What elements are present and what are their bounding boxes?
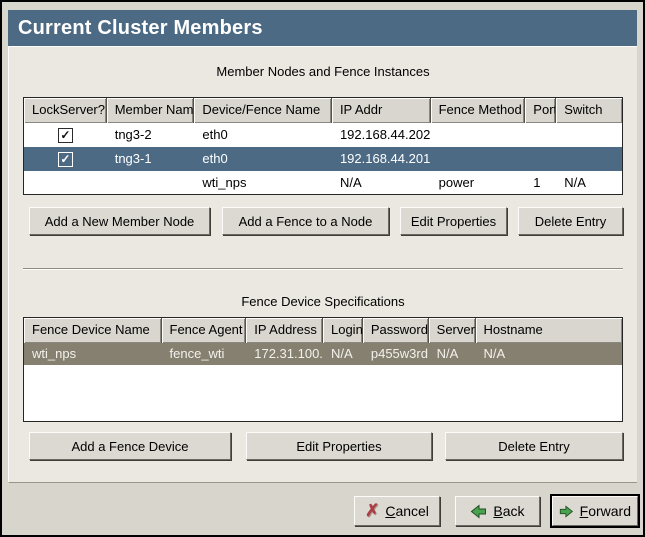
switch-cell: [556, 147, 622, 171]
column-header-switch[interactable]: Switch: [556, 98, 622, 123]
add-fence-device-button[interactable]: Add a Fence Device: [29, 432, 231, 460]
hostname-cell: N/A: [483, 346, 506, 361]
fence-devices-table: Fence Device Name Fence Agent IP Address…: [23, 317, 623, 422]
password-cell: p455w3rd: [370, 346, 428, 361]
fence-method-cell: power: [438, 175, 475, 190]
members-table-header: LockServer? Member Name Device/Fence Nam…: [24, 98, 622, 123]
fence-agent-cell: fence_wti: [169, 346, 225, 361]
forward-button-label: Forward: [579, 503, 631, 519]
cancel-button[interactable]: ✗ Cancel: [354, 496, 440, 526]
add-new-member-node-button[interactable]: Add a New Member Node: [29, 207, 210, 235]
edit-properties-button[interactable]: Edit Properties: [246, 432, 432, 460]
port-cell: [525, 147, 556, 171]
add-fence-to-node-button[interactable]: Add a Fence to a Node: [222, 207, 389, 235]
lockserver-cell: ✓: [24, 123, 107, 147]
column-header-ip-address[interactable]: IP Address: [246, 318, 323, 343]
back-button-label: Back: [493, 503, 525, 519]
member-name-cell: tng3-1: [114, 151, 152, 166]
content-panel: Member Nodes and Fence Instances LockSer…: [8, 46, 637, 483]
column-header-device-fence-name[interactable]: Device/Fence Name: [194, 98, 332, 123]
device-fence-name-cell: wti_nps: [202, 175, 247, 190]
login-cell: N/A: [330, 346, 353, 361]
ip-addr-cell: N/A: [339, 175, 362, 190]
device-fence-name-cell: eth0: [202, 127, 228, 142]
switch-cell: N/A: [564, 175, 586, 190]
cancel-x-icon: ✗: [365, 501, 380, 520]
arrow-left-icon: [471, 503, 487, 519]
ip-address-cell: 172.31.100.1: [254, 346, 323, 361]
fence-method-cell: [431, 123, 526, 147]
arrow-right-icon: [559, 504, 574, 518]
switch-cell: [556, 123, 622, 147]
column-header-password[interactable]: Password: [362, 318, 429, 343]
section-separator: [23, 268, 623, 270]
column-header-login[interactable]: Login: [322, 318, 363, 343]
back-button[interactable]: Back: [455, 496, 540, 526]
member-name-cell: tng3-2: [114, 127, 152, 142]
column-header-ip-addr[interactable]: IP Addr: [331, 98, 431, 123]
ip-addr-cell: 192.168.44.201: [339, 151, 431, 166]
fence-method-cell: [431, 147, 526, 171]
port-cell: 1: [533, 175, 541, 190]
table-row-selected[interactable]: wti_nps fence_wti 172.31.100.1 N/A p455w…: [24, 343, 622, 365]
fence-device-name-cell: wti_nps: [32, 346, 77, 361]
members-table: LockServer? Member Name Device/Fence Nam…: [23, 97, 623, 195]
lockserver-cell: [24, 171, 107, 194]
member-name-cell: [107, 171, 195, 194]
column-header-server[interactable]: Server: [428, 318, 476, 343]
forward-button[interactable]: Forward: [552, 496, 638, 526]
delete-entry-button[interactable]: Delete Entry: [445, 432, 623, 460]
table-row-selected[interactable]: ✓ tng3-1 eth0 192.168.44.201: [24, 147, 622, 171]
edit-properties-button[interactable]: Edit Properties: [400, 207, 507, 235]
device-fence-name-cell: eth0: [202, 151, 228, 166]
page-title: Current Cluster Members: [18, 16, 263, 39]
column-header-port[interactable]: Port: [525, 98, 557, 123]
ip-addr-cell: 192.168.44.202: [339, 127, 431, 142]
fence-table-header: Fence Device Name Fence Agent IP Address…: [24, 318, 622, 343]
column-header-fence-agent[interactable]: Fence Agent: [161, 318, 247, 343]
server-cell: N/A: [436, 346, 459, 361]
titlebar: Current Cluster Members: [8, 10, 637, 46]
column-header-fence-device-name[interactable]: Fence Device Name: [24, 318, 162, 343]
cancel-button-label: Cancel: [385, 503, 429, 519]
column-header-hostname[interactable]: Hostname: [475, 318, 622, 343]
lockserver-checkbox[interactable]: ✓: [57, 151, 73, 167]
column-header-lockserver[interactable]: LockServer?: [24, 98, 107, 123]
fence-table-caption: Fence Device Specifications: [241, 294, 405, 309]
table-row[interactable]: ✓ tng3-2 eth0 192.168.44.202: [24, 123, 622, 147]
column-header-fence-method[interactable]: Fence Method: [430, 98, 526, 123]
table-row[interactable]: wti_nps N/A power 1 N/A: [24, 171, 622, 194]
column-header-member-name[interactable]: Member Name: [106, 98, 195, 123]
port-cell: [525, 123, 556, 147]
lockserver-checkbox[interactable]: ✓: [57, 127, 73, 143]
lockserver-cell: ✓: [24, 147, 107, 171]
members-table-caption: Member Nodes and Fence Instances: [216, 64, 430, 79]
delete-entry-button[interactable]: Delete Entry: [518, 207, 623, 235]
